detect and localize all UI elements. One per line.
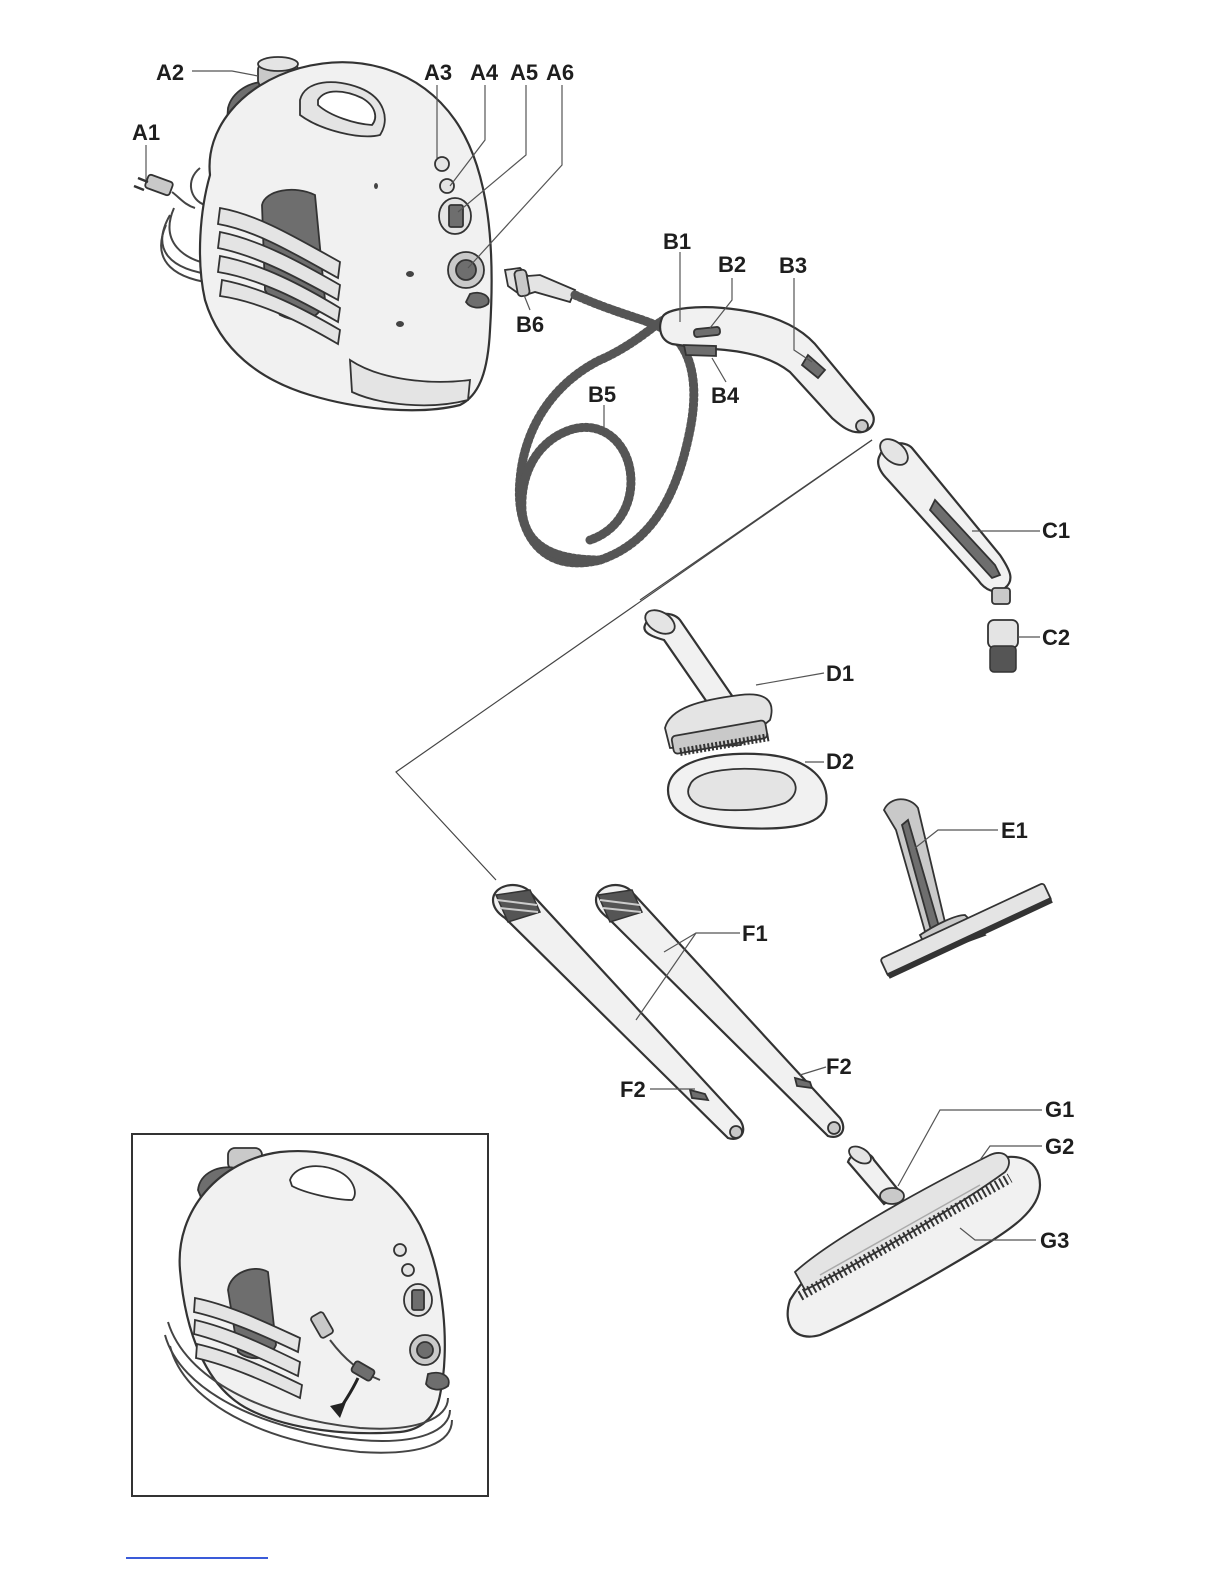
- main-unit-illustration: [134, 57, 492, 410]
- label-a3: A3: [424, 60, 452, 85]
- power-plug-icon: [134, 174, 195, 208]
- label-b5: B5: [588, 382, 616, 407]
- label-b4: B4: [711, 383, 740, 408]
- cable-storage-inset: [132, 1134, 488, 1496]
- label-g1: G1: [1045, 1097, 1074, 1122]
- label-a2: A2: [156, 60, 184, 85]
- label-a5: A5: [510, 60, 538, 85]
- label-f2-left: F2: [620, 1077, 646, 1102]
- steam-hose-illustration: [505, 268, 874, 563]
- extension-tubes-illustration: [493, 885, 843, 1139]
- label-b3: B3: [779, 253, 807, 278]
- label-c2: C2: [1042, 625, 1070, 650]
- jet-nozzle-illustration: [875, 434, 1018, 672]
- label-e1: E1: [1001, 818, 1028, 843]
- label-b6: B6: [516, 312, 544, 337]
- label-g3: G3: [1040, 1228, 1069, 1253]
- label-c1: C1: [1042, 518, 1070, 543]
- label-a4: A4: [470, 60, 499, 85]
- label-b1: B1: [663, 229, 691, 254]
- label-g2: G2: [1045, 1134, 1074, 1159]
- label-f2-right: F2: [826, 1054, 852, 1079]
- label-b2: B2: [718, 252, 746, 277]
- label-a1: A1: [132, 120, 160, 145]
- label-a6: A6: [546, 60, 574, 85]
- label-d2: D2: [826, 749, 854, 774]
- hand-brush-illustration: [641, 605, 826, 828]
- label-d1: D1: [826, 661, 854, 686]
- label-f1: F1: [742, 921, 768, 946]
